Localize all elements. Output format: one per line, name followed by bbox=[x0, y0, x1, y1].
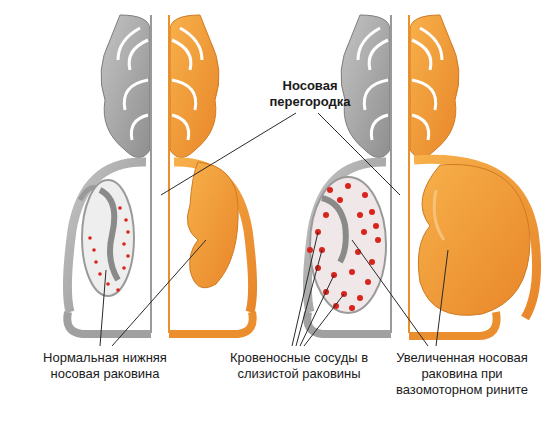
vessels-label: Кровеносные сосуды в слизистой раковины bbox=[226, 350, 372, 382]
enlarged-turbinate-label: Увеличенная носовая раковина при вазомот… bbox=[380, 350, 544, 398]
normal-turbinate-label: Нормальная нижняя носовая раковина bbox=[20, 350, 190, 382]
septum-label: Носовая перегородка bbox=[252, 78, 368, 110]
